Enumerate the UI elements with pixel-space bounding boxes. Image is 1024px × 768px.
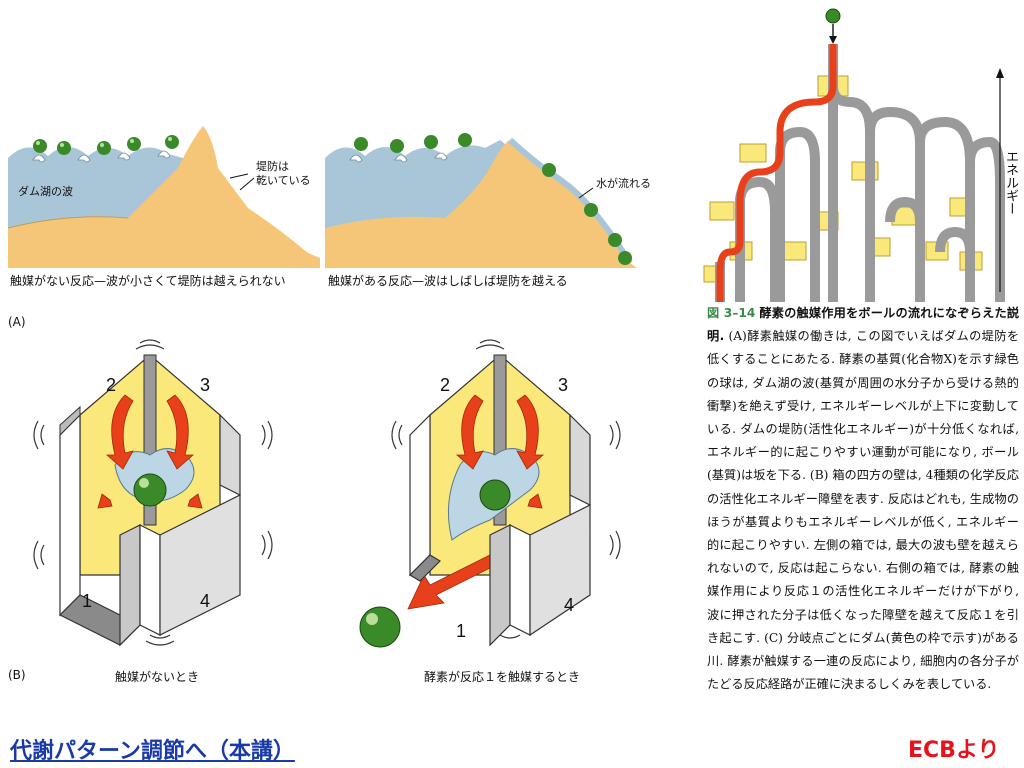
metabolic-regulation-link[interactable]: 代謝パターン調節へ（本講） (10, 739, 295, 764)
figure-b-left-caption: 触媒がないとき (115, 670, 200, 684)
dam-lake-wave-label: ダム湖の波 (18, 185, 73, 198)
box-left-num-3: 3 (200, 375, 210, 395)
box-right-num-4: 4 (564, 595, 574, 615)
figure-a-letter: (A) (8, 315, 26, 329)
figure-b-right-caption: 酵素が反応１を触媒するとき (424, 670, 581, 684)
substrate-balls-flowing (354, 133, 632, 265)
figure-b-left-box: 2 3 1 4 (33, 339, 273, 647)
figure-caption-body: (A)酵素触媒の働きは, この図でいえばダムの堤防を低くすることにあたる. 酵素… (707, 329, 1020, 692)
box-right-num-1: 1 (456, 621, 466, 641)
dam-dry-label-line1: 堤防は (256, 160, 289, 173)
box-left-num-1: 1 (82, 591, 92, 611)
figure-a-right-caption: 触媒がある反応—波はしばしば堤防を越える (328, 274, 568, 288)
box-right-num-3: 3 (558, 375, 568, 395)
figure-a-right-panel (325, 118, 637, 268)
box-left-num-4: 4 (200, 591, 210, 611)
figure-b-letter: (B) (8, 668, 26, 682)
water-flows-label: 水が流れる (596, 177, 651, 190)
figure-a-left-panel (8, 118, 320, 268)
figure-a-left-caption: 触媒がない反応—波が小さくて堤防は越えられない (10, 274, 286, 288)
box-right-num-2: 2 (440, 375, 450, 395)
figure-title: 酵素の触媒作用をボールの流れになぞらえた説明. (707, 306, 1020, 344)
figure-caption-text: 図 3–14 酵素の触媒作用をボールの流れになぞらえた説明. (A)酵素触媒の働… (707, 302, 1019, 696)
figure-b-right-box: 2 3 1 4 (359, 339, 621, 648)
dam-dry-label: 堤防は 乾いている (256, 160, 311, 188)
source-note: ECBより (908, 738, 1000, 763)
box-left-num-2: 2 (106, 375, 116, 395)
energy-axis-label: エネルギー (1003, 150, 1018, 215)
figure-number: 図 3–14 (707, 306, 756, 320)
substrate-balls (33, 135, 179, 155)
figure-c-river-network (700, 2, 1024, 302)
dam-dry-label-line2: 乾いている (256, 174, 311, 187)
